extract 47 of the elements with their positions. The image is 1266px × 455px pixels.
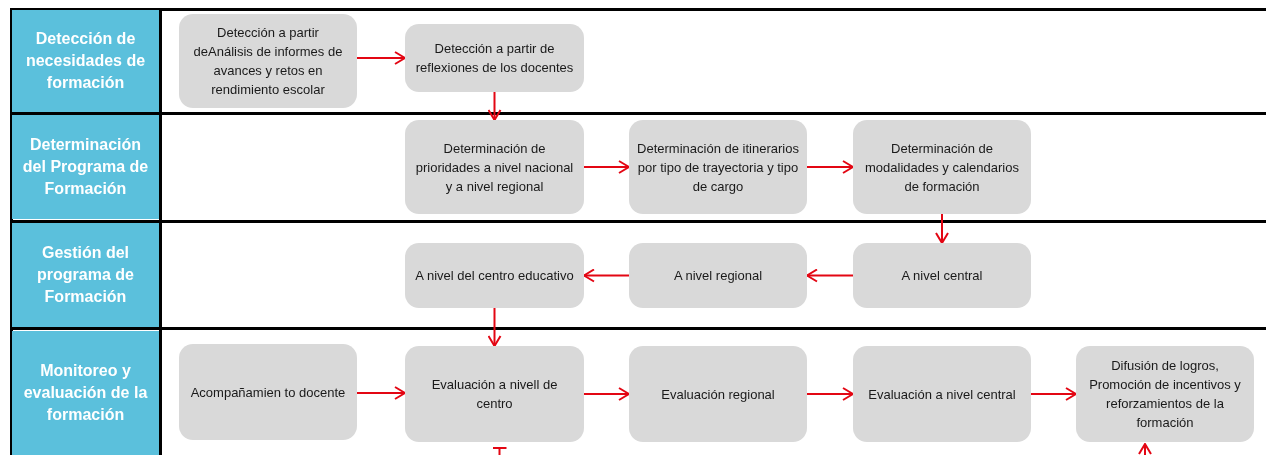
- arrow: [487, 307, 502, 347]
- box-label: Evaluación regional: [661, 385, 775, 404]
- process-box: [853, 346, 1031, 442]
- lane-title: Monitoreo y evaluación de la formación: [22, 361, 149, 425]
- arrow: [1030, 387, 1077, 401]
- arrow: [583, 160, 630, 174]
- arrow: [806, 160, 854, 174]
- lane-header: [12, 331, 159, 455]
- lane-title: Determinación del Programa de Formación: [21, 135, 150, 199]
- arrow: [806, 268, 854, 283]
- process-box: [405, 243, 584, 308]
- process-box: [853, 243, 1031, 308]
- box-label: A nivel del centro educativo: [415, 267, 574, 285]
- box-label: Detección a partir deAnálisis de informes de avances y retos en rendimiento escolar: [192, 24, 344, 99]
- arrow: [583, 268, 630, 283]
- arrow: [1138, 443, 1152, 455]
- lane-title: Gestión del programa de Formación: [36, 243, 135, 307]
- box-label: Evaluación a nivel central: [868, 385, 1016, 404]
- process-box: [629, 243, 807, 308]
- box-label: Determinación de itinerarios por tipo de trayectoria y tipo de cargo: [637, 139, 799, 196]
- arrow: [356, 386, 406, 400]
- process-box: [179, 344, 357, 440]
- arrow: [356, 51, 406, 65]
- box-label: Acompañamien to docente: [190, 383, 346, 402]
- process-box: [179, 14, 357, 108]
- box-label: Detección a partir de reflexiones de los docentes: [414, 40, 575, 77]
- arrow: [935, 213, 949, 244]
- process-box: [405, 120, 584, 214]
- box-label: A nivel regional: [673, 267, 763, 285]
- box-label: Difusión de logros, Promoción de incentivos y reforzamientos de la formación: [1088, 357, 1242, 432]
- arrow: [487, 91, 502, 121]
- lane-header: [12, 115, 159, 219]
- process-box: [629, 120, 807, 214]
- box-label: Evaluación a nivell de centro: [430, 376, 559, 413]
- process-box: [405, 346, 584, 442]
- box-label: Determinación de modalidades y calendarios de formación: [864, 139, 1020, 196]
- box-label: Determinación de prioridades a nivel nacional y a nivel regional: [414, 139, 575, 196]
- arrow: [806, 387, 854, 401]
- lane-header: [12, 223, 159, 327]
- process-box: [629, 346, 807, 442]
- lane-header: [12, 10, 159, 112]
- lane-title: Detección de necesidades de formación: [24, 29, 147, 93]
- process-box: [405, 24, 584, 92]
- box-label: A nivel central: [901, 267, 983, 285]
- process-box: [1076, 346, 1254, 442]
- arrow: [583, 387, 630, 401]
- process-box: [853, 120, 1031, 214]
